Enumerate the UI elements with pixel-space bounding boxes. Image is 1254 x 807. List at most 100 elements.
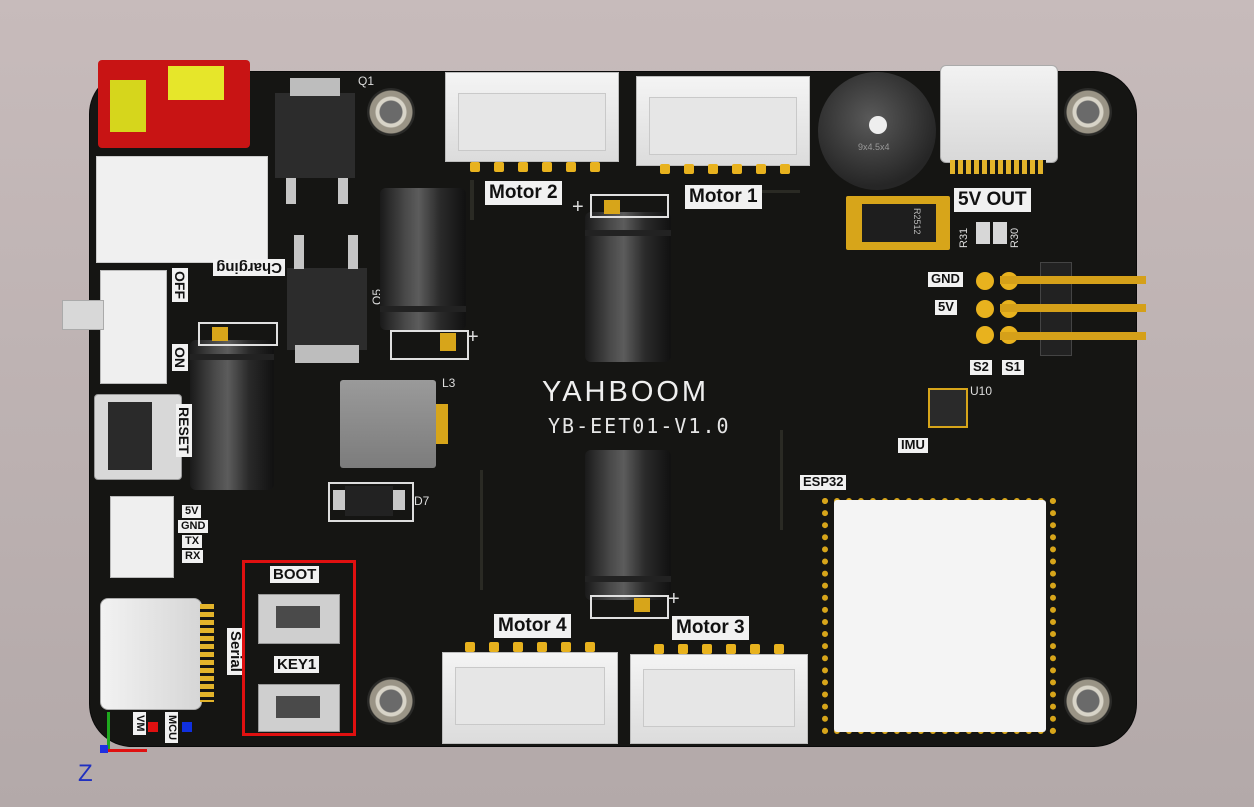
- motor3-pin: [678, 644, 688, 654]
- white-connector: [96, 156, 268, 263]
- cap-footprint: [390, 330, 469, 360]
- esp32-module[interactable]: [834, 500, 1046, 732]
- motor4-connector[interactable]: [442, 652, 618, 744]
- motor2-pin: [542, 162, 552, 172]
- axis-x-line: [107, 749, 147, 752]
- r30-resistor: [993, 222, 1007, 244]
- label-uart-rx: RX: [182, 550, 204, 563]
- electrolytic-capacitor: [380, 188, 466, 330]
- label-off: OFF: [171, 268, 188, 302]
- cap-plus: +: [668, 588, 680, 610]
- uart-connector[interactable]: [110, 496, 174, 578]
- ref-buzzer: 9x4.5x4: [858, 142, 890, 152]
- slide-switch-knob[interactable]: [62, 300, 104, 330]
- cap-footprint: [590, 194, 669, 218]
- buzzer-hole: [869, 116, 887, 134]
- motor1-pin: [684, 164, 694, 174]
- usb-c-5v-out[interactable]: [940, 65, 1058, 163]
- label-mcu: MCU: [165, 712, 178, 744]
- mcu-led: [182, 722, 192, 732]
- boot-button-cap[interactable]: [276, 606, 320, 628]
- motor3-pin: [726, 644, 736, 654]
- mounting-hole: [1064, 677, 1112, 725]
- electrolytic-capacitor: [585, 212, 671, 362]
- header-pin-gold: [1000, 276, 1146, 284]
- label-reset: RESET: [175, 404, 192, 457]
- servo-pin: [976, 326, 994, 344]
- switch-lever-yellow: [110, 80, 146, 132]
- label-s2: S2: [970, 359, 992, 375]
- cap-footprint: [590, 595, 669, 619]
- imu-chip: [928, 388, 968, 428]
- label-s1: S1: [1002, 359, 1024, 375]
- servo-pin: [976, 272, 994, 290]
- label-on: ON: [171, 344, 188, 371]
- yahboom-logo: YAHBOOM: [542, 376, 710, 408]
- motor2-pin: [518, 162, 528, 172]
- label-imu: IMU: [898, 437, 928, 453]
- label-motor4: Motor 4: [494, 614, 571, 638]
- r2512-body: [862, 204, 936, 242]
- motor4-pin: [585, 642, 595, 652]
- label-motor2: Motor 2: [485, 181, 562, 205]
- motor4-pin: [537, 642, 547, 652]
- motor3-pin: [702, 644, 712, 654]
- board-model: YB-EET01-V1.0: [548, 414, 731, 438]
- motor1-pin: [732, 164, 742, 174]
- d7-body: [345, 486, 393, 516]
- d7-diode: [328, 482, 414, 522]
- q5-leg: [294, 235, 304, 269]
- motor3-pin: [774, 644, 784, 654]
- q1-leg: [286, 178, 296, 204]
- label-5v-out: 5V OUT: [954, 188, 1031, 212]
- ref-d7: D7: [414, 494, 430, 508]
- switch-lever-yellow: [168, 66, 224, 100]
- label-charging: Charging: [213, 258, 285, 276]
- d7-pad: [393, 490, 405, 510]
- label-motor1: Motor 1: [685, 185, 762, 209]
- usb-c-serial[interactable]: [100, 598, 202, 710]
- axis-y-line: [107, 712, 110, 752]
- label-5v: 5V: [935, 299, 957, 315]
- usb-c-serial-pins: [200, 604, 214, 702]
- axis-z-label: Z: [78, 760, 93, 787]
- reset-button-cap[interactable]: [108, 402, 152, 470]
- motor2-pin: [590, 162, 600, 172]
- motor3-pin: [654, 644, 664, 654]
- slide-switch[interactable]: [100, 270, 167, 384]
- ref-r31: R31: [958, 227, 970, 248]
- cap-pad: [212, 327, 228, 341]
- q1-tab: [290, 78, 340, 96]
- label-key1: KEY1: [274, 656, 320, 674]
- l3-inductor: [340, 380, 436, 468]
- motor1-pin: [708, 164, 718, 174]
- cap-pad: [440, 333, 456, 351]
- motor2-pin: [470, 162, 480, 172]
- cap-plus: +: [572, 196, 584, 218]
- motor2-connector[interactable]: [445, 72, 619, 162]
- motor3-connector[interactable]: [630, 654, 808, 744]
- mounting-hole: [367, 677, 415, 725]
- motor1-pin: [756, 164, 766, 174]
- motor1-connector[interactable]: [636, 76, 810, 166]
- key1-button-cap[interactable]: [276, 696, 320, 718]
- q5-transistor: [287, 268, 367, 350]
- motor4-pin: [513, 642, 523, 652]
- motor4-pin: [465, 642, 475, 652]
- motor1-pin: [660, 164, 670, 174]
- ref-r2512: R2512: [912, 208, 922, 235]
- servo-pin: [976, 300, 994, 318]
- q1-transistor: [275, 93, 355, 178]
- pcb-trace: [470, 180, 474, 220]
- q5-tab: [295, 345, 359, 363]
- label-boot: BOOT: [270, 566, 320, 584]
- motor1-pin: [780, 164, 790, 174]
- pcb-trace: [480, 470, 483, 590]
- label-uart-5v: 5V: [182, 505, 202, 518]
- motor4-pin: [561, 642, 571, 652]
- label-gnd: GND: [928, 271, 963, 287]
- axis-z-dot: [100, 745, 108, 753]
- label-uart-tx: TX: [182, 535, 203, 548]
- header-pin-gold: [1000, 304, 1146, 312]
- r31-resistor: [976, 222, 990, 244]
